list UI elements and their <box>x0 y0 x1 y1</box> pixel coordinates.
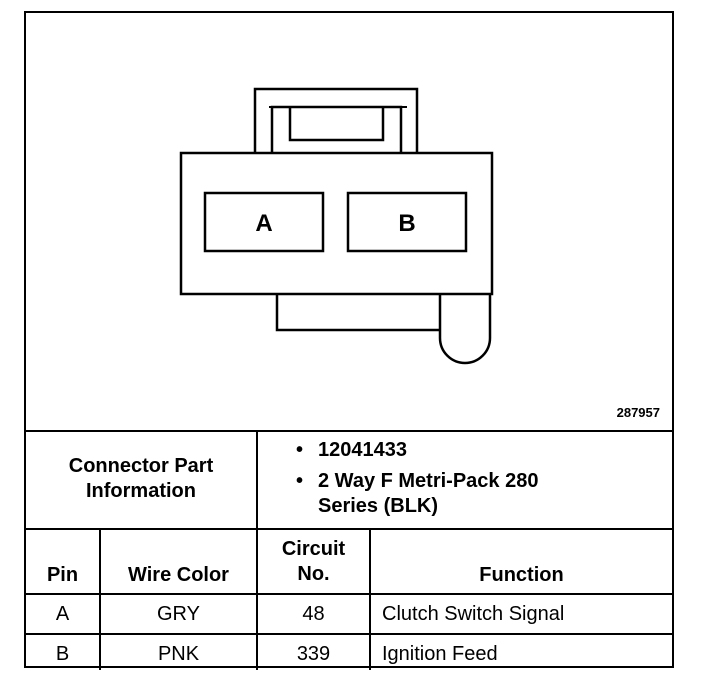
divider <box>26 430 672 432</box>
header-pin: Pin <box>46 564 79 586</box>
connector-drawing: A B <box>179 87 494 365</box>
divider <box>26 633 672 635</box>
part-number: 12041433 <box>318 439 407 461</box>
row-1-wire-color: GRY <box>157 603 200 625</box>
divider <box>26 593 672 595</box>
row-1-circuit: 48 <box>302 603 325 625</box>
divider <box>256 430 258 670</box>
pin-cavity-a <box>203 191 325 253</box>
header-function: Function <box>479 564 564 586</box>
connector-description: 2 Way F Metri-Pack 280 Series (BLK) <box>318 470 539 517</box>
bullet-item: • 12041433 <box>296 438 546 463</box>
connector-info-label: Connector Part Information <box>68 455 214 502</box>
latch-center <box>288 107 385 142</box>
row-2-circuit: 339 <box>296 643 331 665</box>
header-circuit-no: Circuit No. <box>281 538 346 585</box>
row-2-function: Ignition Feed <box>382 643 498 665</box>
divider <box>99 528 101 670</box>
divider <box>26 528 672 530</box>
bullet-glyph: • <box>296 470 304 492</box>
row-1-function: Clutch Switch Signal <box>382 603 565 625</box>
lower-tab <box>275 294 440 332</box>
bullet-glyph: • <box>296 439 304 461</box>
connector-frame: A B 287957 Connector Part Information • … <box>24 11 674 670</box>
latch-outer <box>253 87 419 153</box>
pin-label-b: B <box>398 210 415 237</box>
pin-label-a: A <box>255 210 272 237</box>
row-1-pin: A <box>55 603 70 625</box>
header-wire-color: Wire Color <box>128 564 229 586</box>
keyway <box>438 294 492 365</box>
connector-diagram: A B 287957 <box>26 13 672 430</box>
row-2-wire-color: PNK <box>157 643 200 665</box>
pin-cavity-b <box>346 191 468 253</box>
connector-info-bullets: • 12041433 • 2 Way F Metri-Pack 280 Seri… <box>296 438 546 519</box>
latch-inner <box>270 105 403 153</box>
bullet-item: • 2 Way F Metri-Pack 280 Series (BLK) <box>296 469 546 519</box>
row-2-pin: B <box>55 643 70 665</box>
reference-number: 287957 <box>616 405 660 420</box>
connector-body <box>179 151 494 296</box>
divider <box>369 528 371 670</box>
